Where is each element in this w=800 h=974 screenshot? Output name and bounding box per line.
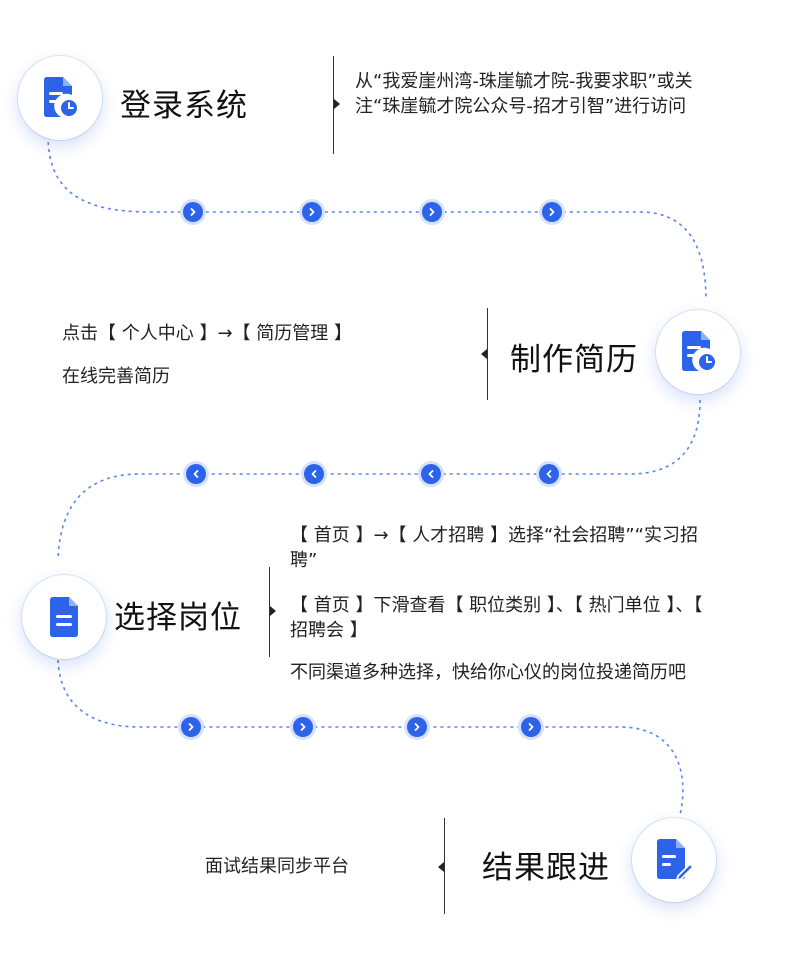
arrow-right-icon xyxy=(518,714,544,740)
divider xyxy=(444,818,445,914)
pointer-triangle xyxy=(270,606,276,616)
step-title-follow-up: 结果跟进 xyxy=(482,850,610,886)
arrow-right-icon xyxy=(419,199,445,225)
arrow-right-icon xyxy=(404,714,430,740)
step-desc-follow-up: 面试结果同步平台 xyxy=(205,854,425,879)
step-title-select-job: 选择岗位 xyxy=(114,600,242,636)
pointer-triangle xyxy=(481,349,487,359)
step-desc-login: 从“我爱崖州湾-珠崖毓才院-我要求职”或关注“珠崖毓才院公众号-招才引智”进行访… xyxy=(355,69,710,119)
document-edit-icon xyxy=(632,818,716,902)
divider xyxy=(487,308,488,400)
arrow-right-icon xyxy=(180,199,206,225)
document-clock-icon xyxy=(656,310,740,394)
desc-line: 从“我爱崖州湾-珠崖毓才院-我要求职”或关注“珠崖毓才院公众号-招才引智”进行访… xyxy=(355,71,693,117)
arrow-right-icon xyxy=(178,714,204,740)
arrow-left-icon xyxy=(301,461,327,487)
step-title-resume: 制作简历 xyxy=(510,342,638,378)
arrow-right-icon xyxy=(539,199,565,225)
step-title-login: 登录系统 xyxy=(120,88,248,124)
document-clock-icon xyxy=(18,56,102,140)
pointer-triangle xyxy=(438,862,444,872)
arrow-right-icon xyxy=(299,199,325,225)
step-desc-resume: 点击【 个人中心 】→【 简历管理 】 在线完善简历 xyxy=(62,321,462,389)
divider xyxy=(333,56,334,154)
divider xyxy=(269,567,270,657)
arrow-left-icon xyxy=(418,461,444,487)
pointer-triangle xyxy=(334,99,340,109)
desc-line: 点击【 个人中心 】→【 简历管理 】 xyxy=(62,323,352,344)
desc-line: 面试结果同步平台 xyxy=(205,856,349,877)
desc-line: 在线完善简历 xyxy=(62,366,170,387)
step-desc-select-job: 【 首页 】→【 人才招聘 】选择“社会招聘”“实习招聘” 【 首页 】下滑查看… xyxy=(290,523,710,685)
document-lines-icon xyxy=(22,575,106,659)
desc-line: 【 首页 】下滑查看【 职位类别 】、【 热门单位 】、【 招聘会 】 xyxy=(290,595,703,641)
arrow-left-icon xyxy=(183,461,209,487)
arrow-left-icon xyxy=(536,461,562,487)
desc-line: 不同渠道多种选择，快给你心仪的岗位投递简历吧 xyxy=(290,662,686,683)
desc-line: 【 首页 】→【 人才招聘 】选择“社会招聘”“实习招聘” xyxy=(290,525,698,571)
arrow-right-icon xyxy=(290,714,316,740)
